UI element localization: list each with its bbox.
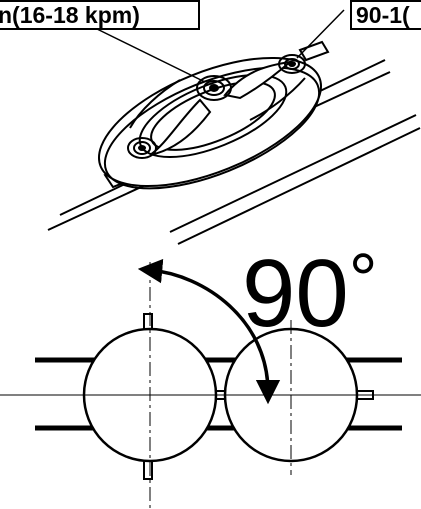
angle-label: 90° <box>242 232 378 342</box>
blade-lower <box>149 98 212 156</box>
angle-unit: ° <box>348 240 378 320</box>
leader-right <box>296 9 345 59</box>
blade-left <box>129 79 181 129</box>
mower-disc-illustration <box>47 9 421 245</box>
blade-right <box>249 77 306 121</box>
rotation-arrow <box>137 258 281 405</box>
angle-value: 90 <box>242 240 349 347</box>
disc-rim <box>103 66 321 190</box>
disc-layout-diagram <box>0 258 421 509</box>
callout-label-right: 90-1( <box>350 0 421 30</box>
hub-right <box>278 54 306 74</box>
callout-label-left: n(16-18 kpm) <box>0 0 200 30</box>
hub-left <box>127 137 157 159</box>
hub-center <box>196 75 232 101</box>
bracket-right <box>298 40 330 62</box>
rail-lower-2 <box>177 127 421 245</box>
rail-lower <box>169 114 417 233</box>
leader-left <box>94 27 206 83</box>
